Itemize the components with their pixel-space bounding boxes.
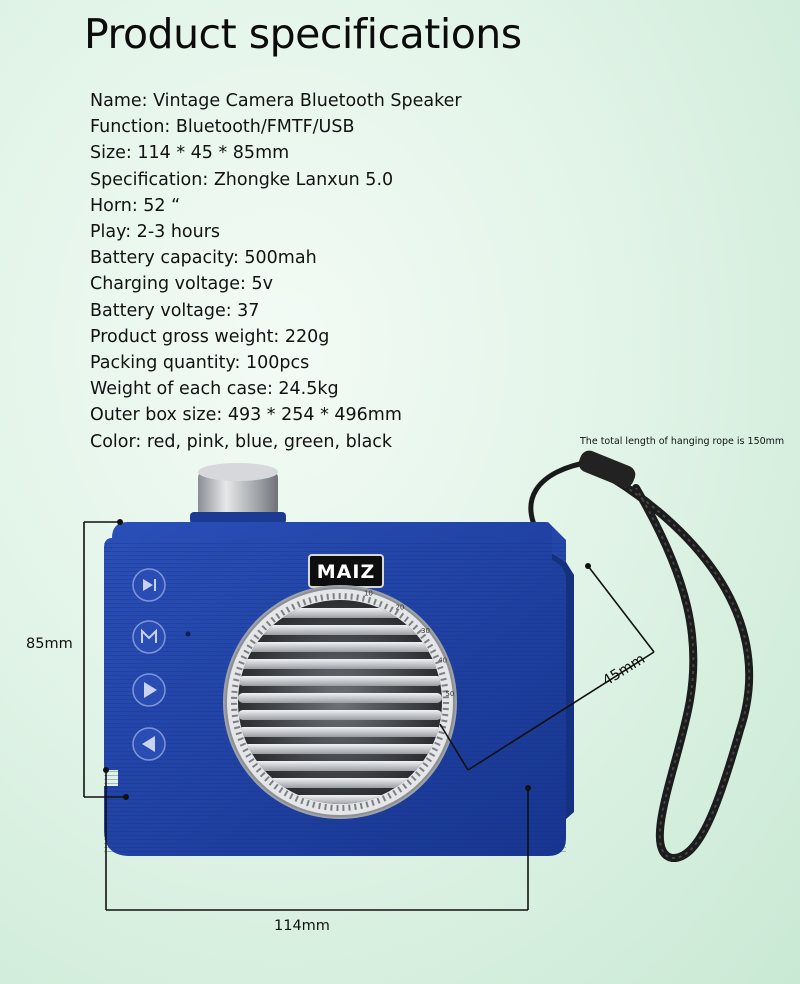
spec-item: Charging voltage: 5v: [90, 274, 273, 295]
grille-slat: [238, 625, 442, 635]
brand-logo: MAIZ: [317, 561, 375, 583]
height-label: 85mm: [26, 636, 73, 652]
skip-icon: [143, 579, 156, 591]
grille-slat: [238, 659, 442, 669]
spec-item: Size: 114 * 45 * 85mm: [90, 143, 290, 164]
spec-item: Weight of each case: 24.5kg: [90, 379, 339, 400]
grille-slat: [238, 778, 442, 788]
grille-slat: [238, 761, 442, 771]
menu-icon: [141, 628, 157, 643]
page-title: Product specifications: [84, 10, 522, 58]
spec-item: Name: Vintage Camera Bluetooth Speaker: [90, 91, 462, 111]
spec-item: Product gross weight: 220g: [90, 326, 330, 347]
spec-item: Color: red, pink, blue, green, black: [90, 431, 393, 452]
width-dimension: [105, 770, 529, 911]
grille-slat: [238, 744, 442, 754]
grille-slat: [238, 642, 442, 652]
spec-list: Name: Vintage Camera Bluetooth Speaker F…: [90, 88, 462, 455]
spec-item: Outer box size: 493 * 254 * 496mm: [90, 405, 402, 426]
volume-knob: [198, 470, 278, 518]
dial-number: 30: [421, 627, 430, 635]
back-icon: [142, 736, 155, 752]
grille-slat: [238, 676, 442, 686]
grille-slat: [238, 710, 442, 720]
rope-length-note: The total length of hanging rope is 150m…: [580, 436, 785, 447]
spec-item: Battery capacity: 500mah: [90, 248, 317, 269]
spec-item: Horn: 52 “: [90, 195, 181, 216]
depth-dimension: [439, 565, 655, 771]
play-icon: [144, 682, 157, 698]
dial-number: 10: [364, 590, 373, 598]
height-dimension: [83, 521, 126, 798]
spec-item: Play: 2-3 hours: [90, 222, 221, 243]
spec-item: Packing quantity: 100pcs: [90, 353, 310, 374]
spec-item: Function: Bluetooth/FMTF/USB: [90, 117, 355, 138]
width-label: 114mm: [274, 918, 330, 934]
dial-number: 20: [395, 604, 404, 612]
control-buttons: [132, 568, 191, 761]
rope-clip: [578, 450, 636, 488]
grille-slat: [238, 727, 442, 737]
dial-number: 50: [445, 690, 454, 698]
spec-item: Battery voltage: 37: [90, 300, 260, 321]
spec-item: Specification: Zhongke Lanxun 5.0: [90, 169, 394, 190]
dial-number: 40: [438, 657, 447, 665]
grille-slat: [238, 693, 442, 703]
